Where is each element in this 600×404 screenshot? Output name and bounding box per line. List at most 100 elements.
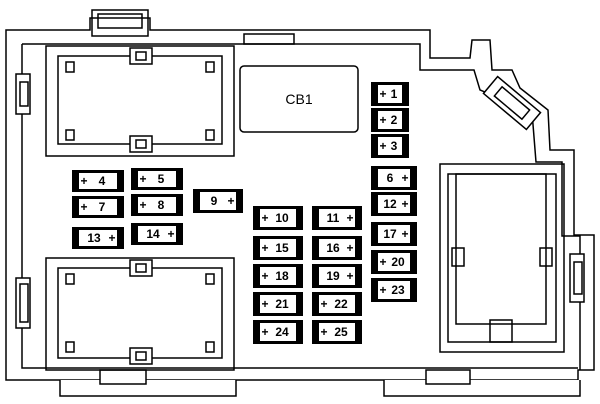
fuse-11-terminal-right (355, 209, 359, 227)
fuse-2-face (374, 111, 406, 129)
fuse-14-terminal-left (134, 226, 138, 242)
fuse-15-label: 15 (275, 241, 289, 255)
fuse-21: +21 (253, 292, 303, 316)
fuse-13-face (75, 230, 121, 246)
fuse-19: +19 (312, 264, 362, 288)
fuse-23-terminal-right (410, 281, 414, 299)
fuse-18-face (256, 267, 300, 285)
fuse-4-label: 4 (99, 174, 106, 188)
fuse-21-plus-mark: + (261, 297, 268, 311)
fuse-12-face (374, 195, 414, 213)
fuse-8-label: 8 (158, 198, 165, 212)
side-connector-top-right (482, 75, 542, 131)
fuse-2-terminal-left (374, 111, 378, 129)
fuse-1-face (374, 85, 406, 103)
fuse-23: +23 (371, 278, 417, 302)
fuse-21-label: 21 (275, 297, 289, 311)
fuse-14: +14 (131, 223, 183, 245)
fuse-24-terminal-right (296, 323, 300, 341)
fuse-6-terminal-right (410, 169, 414, 187)
fuse-6-face (374, 169, 414, 187)
fuse-7: +7 (72, 196, 124, 218)
fuse-10-plus-mark: + (261, 211, 268, 225)
fuse-7-plus-mark: + (80, 200, 87, 214)
fuse-25-label: 25 (334, 325, 348, 339)
fuse-21-terminal-right (296, 295, 300, 313)
fuse-18: +18 (253, 264, 303, 288)
fuse-24-terminal-left (256, 323, 260, 341)
fuse-15-plus-mark: + (261, 241, 268, 255)
fuse-18-label: 18 (275, 269, 289, 283)
fuse-6-plus-mark: + (401, 171, 408, 185)
fuse-14-terminal-right (176, 226, 180, 242)
fuse-21-face (256, 295, 300, 313)
fuse-16-label: 16 (326, 241, 340, 255)
fuse-15-terminal-left (256, 239, 260, 257)
bottom-tabs (59, 369, 581, 397)
fuse-25-face (315, 323, 359, 341)
fuse-22-terminal-left (315, 295, 319, 313)
fuse-6-label: 6 (387, 171, 394, 185)
fuse-14-plus-mark: + (167, 227, 174, 241)
fuse-5-plus-mark: + (139, 172, 146, 186)
fuse-23-terminal-left (374, 281, 378, 299)
fuse-9-terminal-left (196, 192, 200, 210)
fuse-8-plus-mark: + (139, 198, 146, 212)
fuse-16-terminal-right (355, 239, 359, 257)
fuse-18-terminal-left (256, 267, 260, 285)
fuse-22-plus-mark: + (320, 297, 327, 311)
fuse-20: +20 (371, 250, 417, 274)
fuse-5-terminal-left (134, 171, 138, 187)
fuse-5-face (134, 171, 180, 187)
fuse-8: +8 (131, 194, 183, 216)
fuse-21-terminal-left (256, 295, 260, 313)
fuse-24-face (256, 323, 300, 341)
fuse-25-plus-mark: + (320, 325, 327, 339)
fuse-1-label: 1 (391, 87, 398, 101)
fuse-7-terminal-left (75, 199, 79, 215)
right-tab (569, 253, 585, 303)
fuse-22-terminal-right (355, 295, 359, 313)
fuse-22-label: 22 (334, 297, 348, 311)
fuse-11-label: 11 (327, 211, 340, 225)
fuse-20-terminal-right (410, 253, 414, 271)
fuse-13-terminal-right (117, 230, 121, 246)
fuse-11-plus-mark: + (346, 211, 353, 225)
fuse-11-terminal-left (315, 209, 319, 227)
fuse-2: +2 (371, 108, 409, 132)
fuse-5-terminal-right (176, 171, 180, 187)
fuse-24-plus-mark: + (261, 325, 268, 339)
fuse-7-face (75, 199, 121, 215)
fuse-19-face (315, 267, 359, 285)
fuse-4-face (75, 173, 121, 189)
fuse-17: +17 (371, 222, 417, 246)
fuse-9-terminal-right (236, 192, 240, 210)
fuse-5: +5 (131, 168, 183, 190)
fuse-3-terminal-left (374, 137, 378, 155)
fuse-13-label: 13 (87, 231, 101, 245)
fuse-2-plus-mark: + (379, 113, 386, 127)
fuse-15-terminal-right (296, 239, 300, 257)
fuse-9: +9 (193, 189, 243, 213)
fuse-1-terminal-left (374, 85, 378, 103)
fuse-7-label: 7 (99, 200, 106, 214)
fuse-3: +3 (371, 134, 409, 158)
fuse-17-terminal-left (374, 225, 378, 243)
circuit-breaker-cb1: CB1 (239, 65, 359, 133)
fuse-19-plus-mark: + (346, 269, 353, 283)
fuse-3-label: 3 (391, 139, 398, 153)
fuse-25: +25 (312, 320, 362, 344)
fuse-23-plus-mark: + (379, 283, 386, 297)
fuse-3-plus-mark: + (379, 139, 386, 153)
fuse-13-plus-mark: + (108, 231, 115, 245)
fuse-10-terminal-right (296, 209, 300, 227)
fuse-12-terminal-left (374, 195, 378, 213)
fuse-1: +1 (371, 82, 409, 106)
fuse-15-face (256, 239, 300, 257)
fuse-24-label: 24 (275, 325, 289, 339)
fuse-25-terminal-left (315, 323, 319, 341)
fuse-12: +12 (371, 192, 417, 216)
fuse-20-face (374, 253, 414, 271)
fuse-11-face (315, 209, 359, 227)
